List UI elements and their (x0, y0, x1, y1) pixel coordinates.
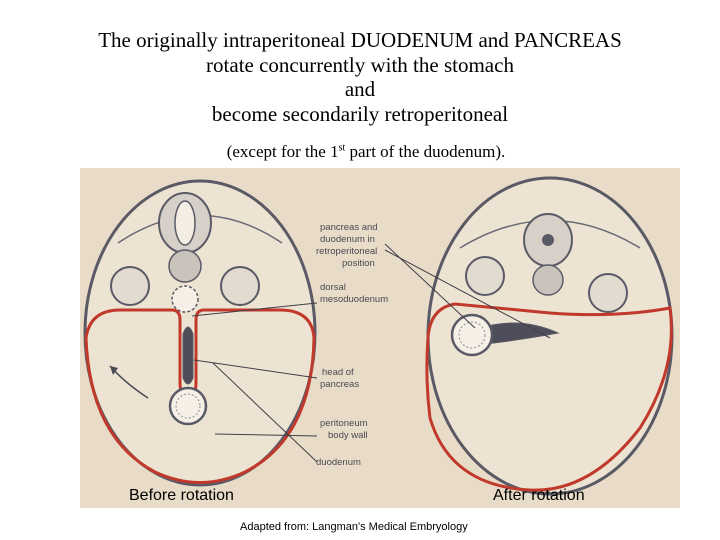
label-position: position (342, 258, 375, 269)
title-line-4: become secondarily retroperitoneal (211, 101, 509, 126)
label-body-wall: body wall (328, 430, 368, 441)
after-rotation-section (425, 176, 674, 496)
label-pancreas: pancreas (320, 379, 359, 390)
peritoneal-cavity-after (425, 302, 673, 492)
label-retroperitoneal: retroperitoneal (316, 246, 377, 257)
left-kidney-after (465, 256, 505, 296)
label-peritoneum: peritoneum (320, 418, 368, 429)
duodenum-after (450, 313, 494, 357)
label-duodenum: duodenum (316, 457, 361, 468)
left-kidney (110, 266, 150, 306)
duodenum-before (168, 386, 208, 426)
title-line-2: rotate concurrently with the stomach (206, 52, 514, 77)
head-of-pancreas (182, 326, 194, 385)
leader-lines (191, 243, 551, 463)
slide-subtitle: (except for the 1st part of the duodenum… (0, 142, 720, 162)
embryo-cross-section-diagram: pancreas and duodenum in retroperitoneal… (80, 168, 680, 508)
vertebral-body-after (532, 264, 564, 296)
image-credit: Adapted from: Langman's Medical Embryolo… (240, 521, 468, 533)
caption-after-rotation: After rotation (493, 487, 585, 504)
subtitle-sup: st (338, 142, 346, 154)
peritoneal-cavity (84, 308, 316, 484)
vertebral-body (168, 249, 202, 283)
right-kidney-after (588, 273, 628, 313)
subtitle-post: part of the duodenum). (345, 142, 506, 161)
label-duodenum-in: duodenum in (320, 234, 375, 245)
slide-title: The originally intraperitoneal DUODENUM … (0, 28, 720, 126)
title-line-3: and (344, 77, 376, 101)
before-rotation-section (83, 179, 317, 487)
pancreas-retroperitoneal (479, 322, 560, 345)
label-pancreas-and: pancreas and (320, 222, 378, 233)
right-kidney (220, 266, 260, 306)
subtitle-pre: (except for the 1 (226, 142, 339, 161)
title-line-1: The originally intraperitoneal DUODENUM … (98, 28, 622, 52)
label-mesoduodenum: mesoduodenum (320, 294, 388, 305)
caption-before-rotation: Before rotation (129, 487, 234, 504)
aorta (171, 285, 199, 313)
label-head-of: head of (322, 367, 354, 378)
label-dorsal: dorsal (320, 282, 346, 293)
